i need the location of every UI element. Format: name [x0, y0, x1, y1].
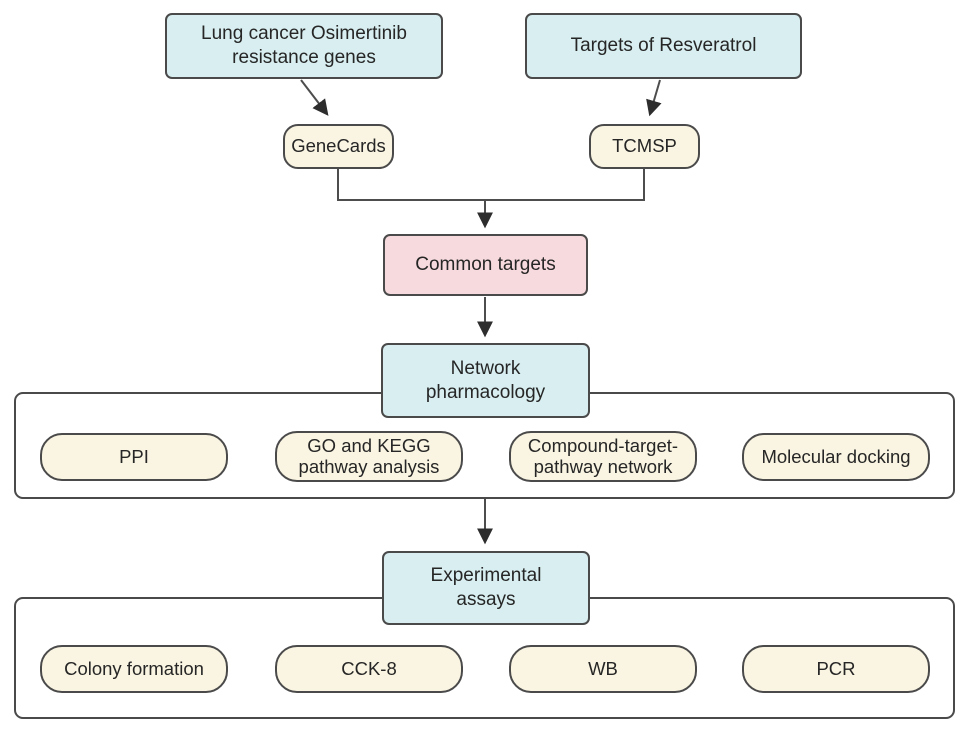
- node-wb: WB: [509, 645, 697, 693]
- node-genecards-database: GeneCards: [283, 124, 394, 169]
- node-cck8: CCK-8: [275, 645, 463, 693]
- node-lung-cancer-resistance-genes: Lung cancer Osimertinib resistance genes: [165, 13, 443, 79]
- node-molecular-docking: Molecular docking: [742, 433, 930, 481]
- node-network-pharmacology: Network pharmacology: [381, 343, 590, 418]
- node-tcmsp-database: TCMSP: [589, 124, 700, 169]
- node-common-targets: Common targets: [383, 234, 588, 296]
- node-compound-target-pathway-network: Compound-target- pathway network: [509, 431, 697, 482]
- node-go-kegg-pathway-analysis: GO and KEGG pathway analysis: [275, 431, 463, 482]
- node-targets-of-resveratrol: Targets of Resveratrol: [525, 13, 802, 79]
- node-pcr: PCR: [742, 645, 930, 693]
- node-colony-formation: Colony formation: [40, 645, 228, 693]
- node-ppi: PPI: [40, 433, 228, 481]
- node-experimental-assays: Experimental assays: [382, 551, 590, 625]
